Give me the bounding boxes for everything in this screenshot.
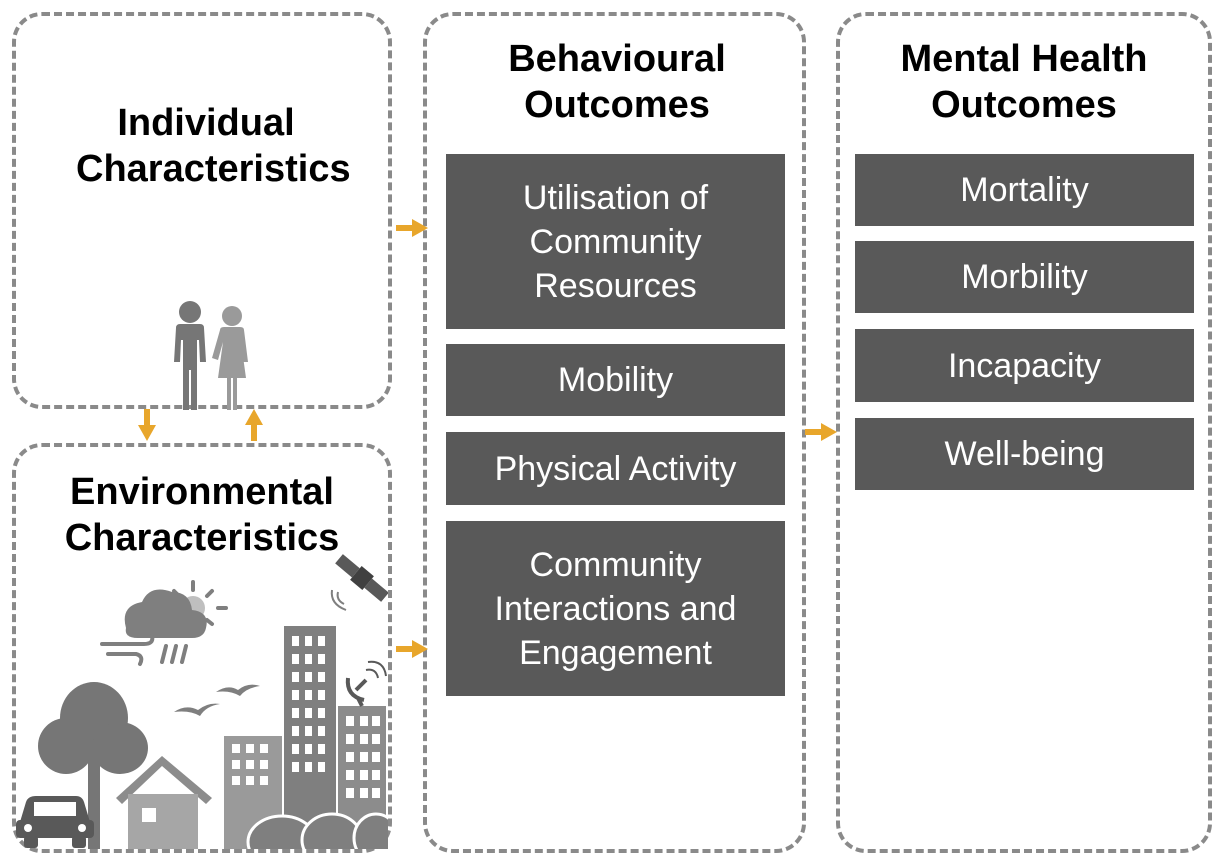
- arrow-environmental-to-individual: [245, 409, 263, 441]
- mental-health-item-incapacity: Incapacity: [855, 329, 1194, 402]
- behavioural-item-mobility: Mobility: [446, 344, 785, 416]
- mental-health-item-well-being: Well-being: [855, 418, 1194, 490]
- mental-health-item-label: Morbility: [961, 258, 1088, 296]
- mental-health-outcomes-title: Mental Health Outcomes: [900, 38, 1148, 126]
- environmental-characteristics-title: Environmental Characteristics: [64, 471, 340, 559]
- arrow-behavioural-to-mental-health: [805, 423, 837, 441]
- behavioural-item-community-interactions: Community Interactions and Engagement: [446, 521, 785, 696]
- individual-characteristics-panel: Individual Characteristics: [12, 12, 392, 410]
- arrow-individual-to-environmental: [138, 409, 156, 441]
- behavioural-item-label: Mobility: [557, 361, 674, 399]
- arrow-individual-to-behavioural: [396, 219, 428, 237]
- behavioural-item-utilisation: Utilisation of Community Resources: [446, 154, 785, 329]
- mental-health-item-label: Mortality: [960, 171, 1089, 209]
- bushes-icon: [246, 812, 388, 849]
- arrow-environmental-to-behavioural: [396, 640, 428, 658]
- mental-health-item-morbility: Morbility: [855, 241, 1194, 313]
- people-icon: [174, 301, 248, 410]
- satellite-icon: [330, 554, 388, 611]
- house-icon: [116, 756, 212, 849]
- birds-icon: [174, 684, 260, 716]
- buildings-icon: [224, 626, 386, 849]
- mental-health-item-label: Well-being: [944, 435, 1105, 473]
- environment-illustration: [16, 554, 388, 849]
- mental-health-item-mortality: Mortality: [855, 154, 1194, 226]
- tree-icon: [38, 682, 148, 849]
- behavioural-outcomes-title: Behavioural Outcomes: [508, 38, 726, 126]
- satellite-dish-icon: [345, 660, 387, 707]
- car-icon: [16, 796, 94, 848]
- mental-health-item-label: Incapacity: [947, 346, 1102, 385]
- behavioural-item-physical-activity: Physical Activity: [446, 432, 785, 505]
- behavioural-item-label: Community Interactions and Engagement: [494, 545, 737, 672]
- behavioural-item-label: Utilisation of Community Resources: [522, 178, 709, 305]
- individual-characteristics-title: Individual Characteristics: [76, 102, 351, 190]
- behavioural-item-label: Physical Activity: [494, 449, 737, 488]
